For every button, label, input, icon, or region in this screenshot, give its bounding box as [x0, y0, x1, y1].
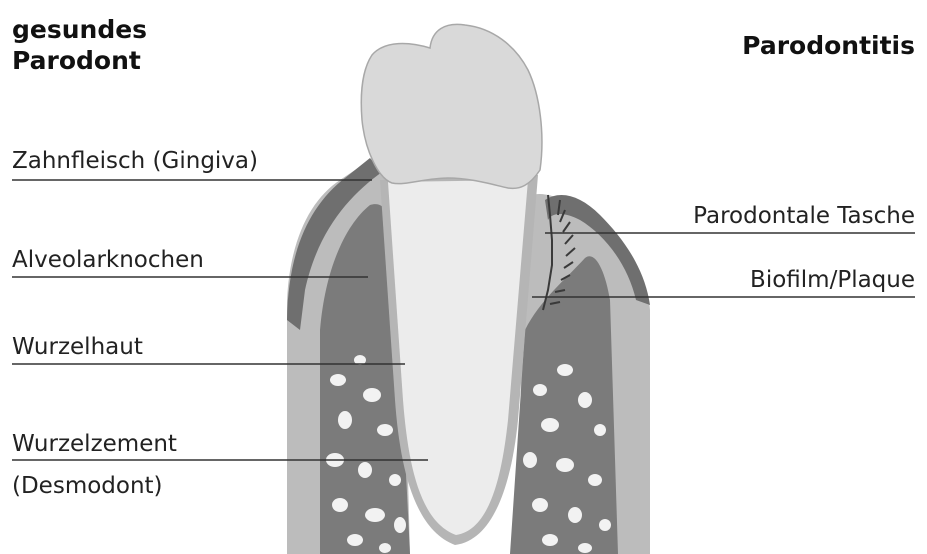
- heading-healthy-line1: gesundes: [12, 14, 147, 45]
- heading-healthy: gesundes Parodont: [12, 14, 147, 76]
- tooth-crown: [361, 24, 542, 188]
- label-wurzelzement: Wurzelzement: [12, 430, 177, 458]
- label-wurzelhaut: Wurzelhaut: [12, 333, 143, 361]
- label-biofilm-plaque: Biofilm/Plaque: [750, 266, 915, 294]
- label-parodontale-tasche: Parodontale Tasche: [693, 202, 915, 230]
- heading-periodontitis: Parodontitis: [742, 30, 915, 61]
- label-zahnfleisch: Zahnfleisch (Gingiva): [12, 147, 258, 175]
- label-alveolarknochen: Alveolarknochen: [12, 246, 204, 274]
- label-desmodont: (Desmodont): [12, 472, 163, 500]
- heading-healthy-line2: Parodont: [12, 45, 147, 76]
